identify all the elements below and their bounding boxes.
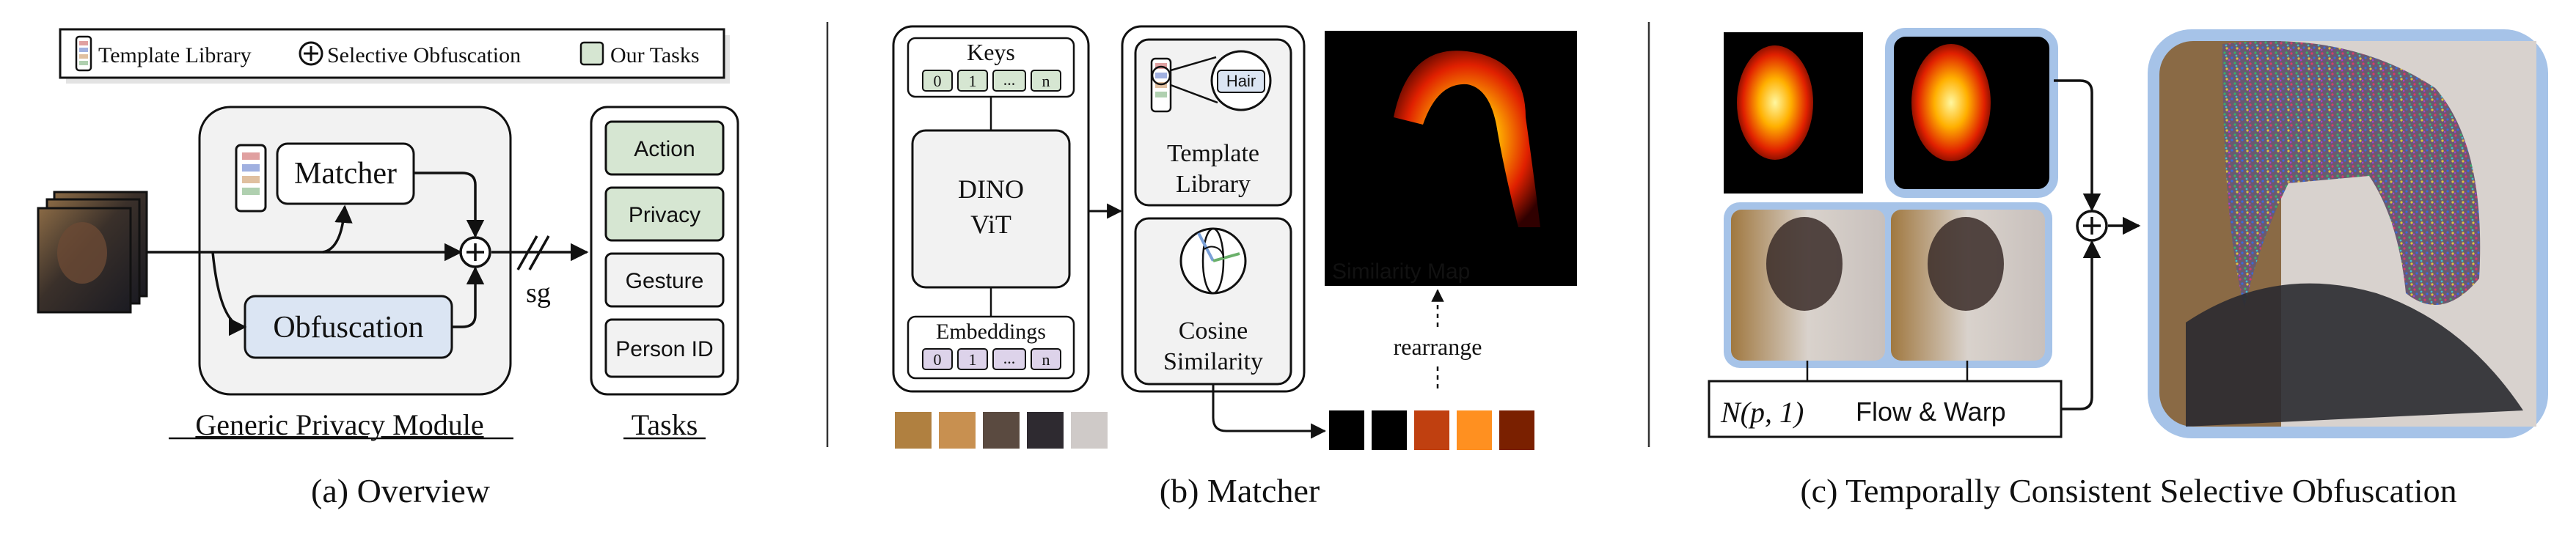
- combine-operator: [459, 236, 491, 268]
- task-person-id: [604, 318, 725, 378]
- similarity-map-label: Similarity Map: [1332, 259, 1470, 284]
- matcher-label: Matcher: [294, 157, 397, 191]
- matcher-panel: Keys 0 1 ... n DINO ViT Embeddings 0 1 .…: [892, 25, 1577, 509]
- dino-vit-box: [911, 129, 1071, 289]
- key-token-0: 0: [934, 72, 942, 90]
- task-gesture: [604, 252, 725, 308]
- keys-label: Keys: [967, 39, 1015, 65]
- embedding-token-ellipsis: ...: [1003, 349, 1016, 367]
- embedding-token-1: 1: [969, 350, 977, 369]
- flow-warp-label: Flow & Warp: [1856, 397, 2006, 427]
- dino-label: DINO: [958, 174, 1024, 204]
- key-tokens: 0 1 ... n: [922, 70, 1061, 92]
- our-tasks-swatch: [579, 41, 604, 66]
- legend-our-tasks: Our Tasks: [610, 43, 700, 67]
- key-token-ellipsis: ...: [1003, 70, 1016, 89]
- embeddings-label: Embeddings: [936, 320, 1046, 344]
- obfuscation-label: Obfuscation: [273, 311, 423, 344]
- video-face-2: [1928, 217, 2004, 311]
- zoom-line-bottom: [1170, 84, 1218, 104]
- zoom-line-top: [1170, 56, 1217, 72]
- overview-panel: Template Library Selective Obfuscation O…: [37, 28, 739, 509]
- overview-subcaption: (a) Overview: [311, 472, 491, 509]
- temporal-panel: N(p, 1) Flow & Warp (c) Temporally Consi…: [1708, 28, 2548, 509]
- task-privacy-label: Privacy: [629, 203, 700, 227]
- key-token-1: 1: [969, 72, 977, 90]
- cosine-label-line1: Cosine: [1179, 317, 1248, 344]
- flow-warp-box: [1708, 380, 2063, 438]
- output-body: [2186, 283, 2523, 427]
- temporal-connectors: [2054, 79, 2141, 410]
- stop-gradient-label: sg: [526, 278, 551, 309]
- heatmap-face-2: [1911, 44, 1991, 161]
- temporal-subcaption: (c) Temporally Consistent Selective Obfu…: [1800, 472, 2456, 509]
- temporal-combine-operator: [2076, 210, 2108, 242]
- input-frames: [37, 191, 148, 314]
- task-gesture-label: Gesture: [626, 269, 704, 293]
- heatmap-face-1: [1737, 45, 1813, 160]
- hair-tag: [1217, 70, 1265, 93]
- task-action: [604, 120, 725, 176]
- input-patches: [895, 412, 1108, 449]
- task-action-label: Action: [634, 137, 695, 161]
- embedding-token-0: 0: [934, 350, 942, 369]
- matcher-library-icon: [235, 144, 267, 213]
- task-person-id-label: Person ID: [615, 337, 713, 361]
- key-token-n: n: [1042, 72, 1050, 90]
- video-face-1: [1766, 217, 1843, 311]
- legend-box: [59, 28, 725, 79]
- module-caption: Generic Privacy Module: [195, 408, 483, 441]
- cosine-sphere-icon: [1179, 227, 1247, 295]
- hair-label: Hair: [1226, 72, 1256, 90]
- similarity-tokens: [1329, 410, 1534, 450]
- obfuscated-region: [2222, 41, 2481, 308]
- input-face: [57, 222, 107, 284]
- legend-selective-obfuscation: Selective Obfuscation: [327, 43, 521, 67]
- template-label-line1: Template: [1167, 140, 1259, 167]
- vit-label: ViT: [970, 210, 1011, 239]
- cosine-label-line2: Similarity: [1163, 348, 1263, 375]
- similarity-heat-region: [1394, 51, 1540, 227]
- matcher-subcaption: (b) Matcher: [1160, 472, 1320, 509]
- noise-distribution-label: N(p, 1): [1720, 396, 1804, 429]
- tasks-caption: Tasks: [632, 408, 698, 441]
- template-library-icon: [75, 35, 92, 72]
- task-privacy: [604, 186, 725, 242]
- legend-template-library: Template Library: [98, 43, 252, 67]
- template-library-icon-large: [1150, 57, 1172, 113]
- overview-connectors: [147, 172, 589, 336]
- cosine-to-tokens-arrow: [1212, 384, 1327, 439]
- template-label-line2: Library: [1176, 171, 1251, 198]
- selective-obfuscation-icon: [299, 41, 323, 66]
- rearrange-label: rearrange: [1394, 334, 1482, 360]
- embedding-tokens: 0 1 ... n: [922, 348, 1061, 370]
- legend: Template Library Selective Obfuscation O…: [59, 28, 730, 84]
- embedding-token-n: n: [1042, 350, 1050, 369]
